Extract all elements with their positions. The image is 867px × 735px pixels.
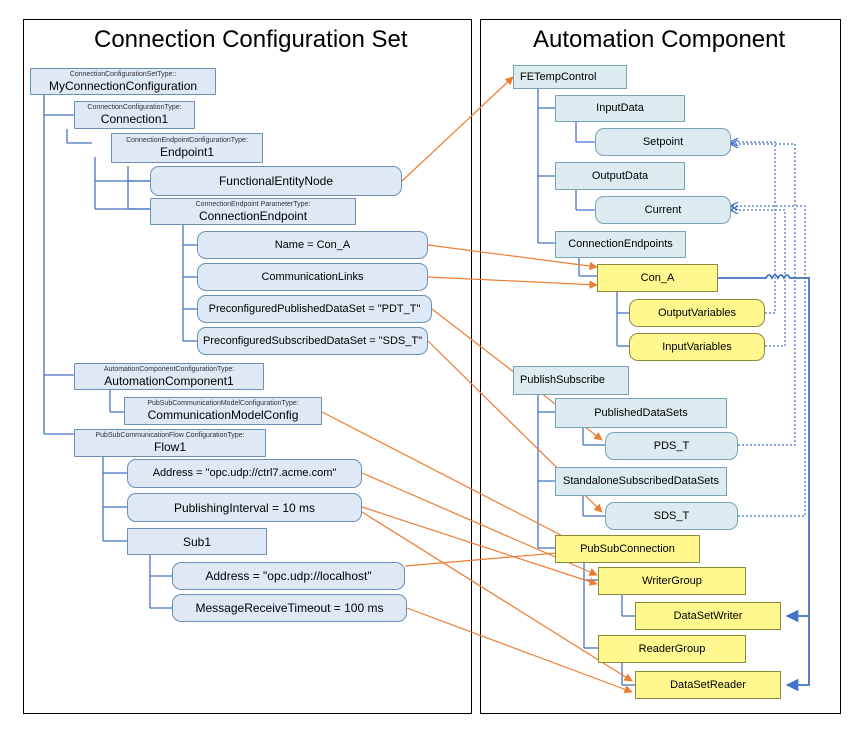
automation-component-panel [480,19,841,714]
node-name: Sub1 [182,534,212,549]
pubsub-connection-node[interactable]: PubSubConnection [555,535,700,563]
node-name: Setpoint [642,135,684,148]
node-name: SDS_T [653,509,690,522]
reader-group-node[interactable]: ReaderGroup [598,635,746,663]
left-panel-title: Connection Configuration Set [94,26,408,53]
publish-subscribe-node[interactable]: PublishSubscribe [513,366,629,395]
communication-links-node[interactable]: CommunicationLinks [197,263,428,291]
preconfigured-subscribed-dataset-node[interactable]: PreconfiguredSubscribedDataSet = "SDS_T" [197,327,428,355]
output-variables-node[interactable]: OutputVariables [629,299,765,327]
connection-configuration-set-panel [23,19,472,714]
node-name: AutomationComponent1 [104,373,234,388]
name-param-node[interactable]: Name = Con_A [197,231,428,259]
pds-t-node[interactable]: PDS_T [605,432,738,460]
functional-entity-node[interactable]: FunctionalEntityNode [150,166,402,196]
node-name: ConnectionEndpoint [198,208,308,223]
input-variables-node[interactable]: InputVariables [629,333,765,361]
node-name: PublishedDataSets [594,406,688,419]
node-name: OutputData [591,169,649,182]
node-name: DataSetReader [670,678,746,691]
node-name: PreconfiguredSubscribedDataSet = "SDS_T" [202,334,423,347]
node-name: InputData [596,102,644,114]
writer-group-node[interactable]: WriterGroup [598,567,746,595]
dotted-references [731,142,806,517]
node-type-label: PubSubCommunicationFlow ConfigurationTyp… [95,432,245,439]
connection-endpoint-node[interactable]: ConnectionEndpoint ParameterType: Connec… [150,198,356,225]
setpoint-node[interactable]: Setpoint [595,128,731,156]
node-type-label: PubSubCommunicationModelConfigurationTyp… [147,400,299,407]
current-node[interactable]: Current [595,196,731,224]
outputdata-node[interactable]: OutputData [555,162,685,190]
node-type-label: ConnectionEndpointConfigurationType: [126,137,248,144]
node-name: PreconfiguredPublishedDataSet = "PDT_T" [208,302,421,315]
node-name: Address = "opc.udp://ctrl7.acme.com" [152,467,337,479]
node-name: StandaloneSubscribedDataSets [563,475,719,487]
flow1-node[interactable]: PubSubCommunicationFlow ConfigurationTyp… [74,429,266,457]
fetempcontrol-node[interactable]: FETempControl [513,65,627,89]
node-name: OutputVariables [657,306,737,319]
connection1-node[interactable]: ConnectionConfigurationType: Connection1 [74,101,195,129]
node-name: WriterGroup [642,574,702,587]
node-name: MessageReceiveTimeout = 100 ms [195,601,384,615]
publishing-interval-node[interactable]: PublishingInterval = 10 ms [127,493,362,522]
communication-model-config-node[interactable]: PubSubCommunicationModelConfigurationTyp… [124,397,322,425]
node-name: ReaderGroup [638,642,706,655]
left-tree-lines [43,94,197,609]
node-name: DataSetWriter [673,609,743,622]
endpoint1-node[interactable]: ConnectionEndpointConfigurationType: End… [111,133,263,163]
sub1-node[interactable]: Sub1 [127,528,267,555]
node-name: Flow1 [153,440,186,454]
node-type-label: ConnectionConfigurationType: [87,104,182,111]
node-name: CommunicationModelConfig [147,408,299,422]
inputdata-node[interactable]: InputData [555,95,685,122]
node-name: Name = Con_A [274,238,351,251]
published-datasets-node[interactable]: PublishedDataSets [555,398,727,428]
node-name: ConnectionEndpoints [568,238,673,250]
node-name: PDS_T [653,439,690,452]
automation-component1-node[interactable]: AutomationComponentConfigurationType: Au… [74,363,264,390]
datasetreader-node[interactable]: DataSetReader [635,671,781,699]
node-name: InputVariables [662,340,732,353]
standalone-subscribed-datasets-node[interactable]: StandaloneSubscribedDataSets [555,467,727,496]
node-type-label: ConnectionEndpoint ParameterType: [195,200,311,208]
node-name: PublishSubscribe [520,374,605,386]
node-name: Current [644,203,682,216]
message-receive-timeout-node[interactable]: MessageReceiveTimeout = 100 ms [172,594,407,622]
node-name: FETempControl [520,70,597,83]
node-type-label: AutomationComponentConfigurationType: [103,365,235,373]
node-name: Endpoint1 [159,145,215,159]
node-name: MyConnectionConfiguration [48,78,198,93]
right-tree-lines [537,87,635,686]
node-type-label: ConnectionConfigurationSetType:: [69,70,177,78]
address-localhost-node[interactable]: Address = "opc.udp://localhost" [172,562,405,590]
node-name: Address = "opc.udp://localhost" [205,569,372,583]
preconfigured-published-dataset-node[interactable]: PreconfiguredPublishedDataSet = "PDT_T" [197,295,432,323]
node-name: Con_A [640,271,675,284]
config-set-node[interactable]: ConnectionConfigurationSetType:: MyConne… [30,68,216,95]
node-name: PubSubConnection [580,542,675,555]
datasetwriter-node[interactable]: DataSetWriter [635,602,781,630]
node-name: Connection1 [100,112,169,126]
node-name: CommunicationLinks [261,270,364,283]
con-a-references [718,274,810,692]
sds-t-node[interactable]: SDS_T [605,502,738,530]
node-name: FunctionalEntityNode [218,174,334,188]
connection-endpoints-node[interactable]: ConnectionEndpoints [555,231,686,258]
con-a-node[interactable]: Con_A [597,264,718,292]
right-panel-title: Automation Component [533,26,786,53]
node-name: PublishingInterval = 10 ms [173,500,316,515]
address-ctrl7-node[interactable]: Address = "opc.udp://ctrl7.acme.com" [127,459,362,488]
